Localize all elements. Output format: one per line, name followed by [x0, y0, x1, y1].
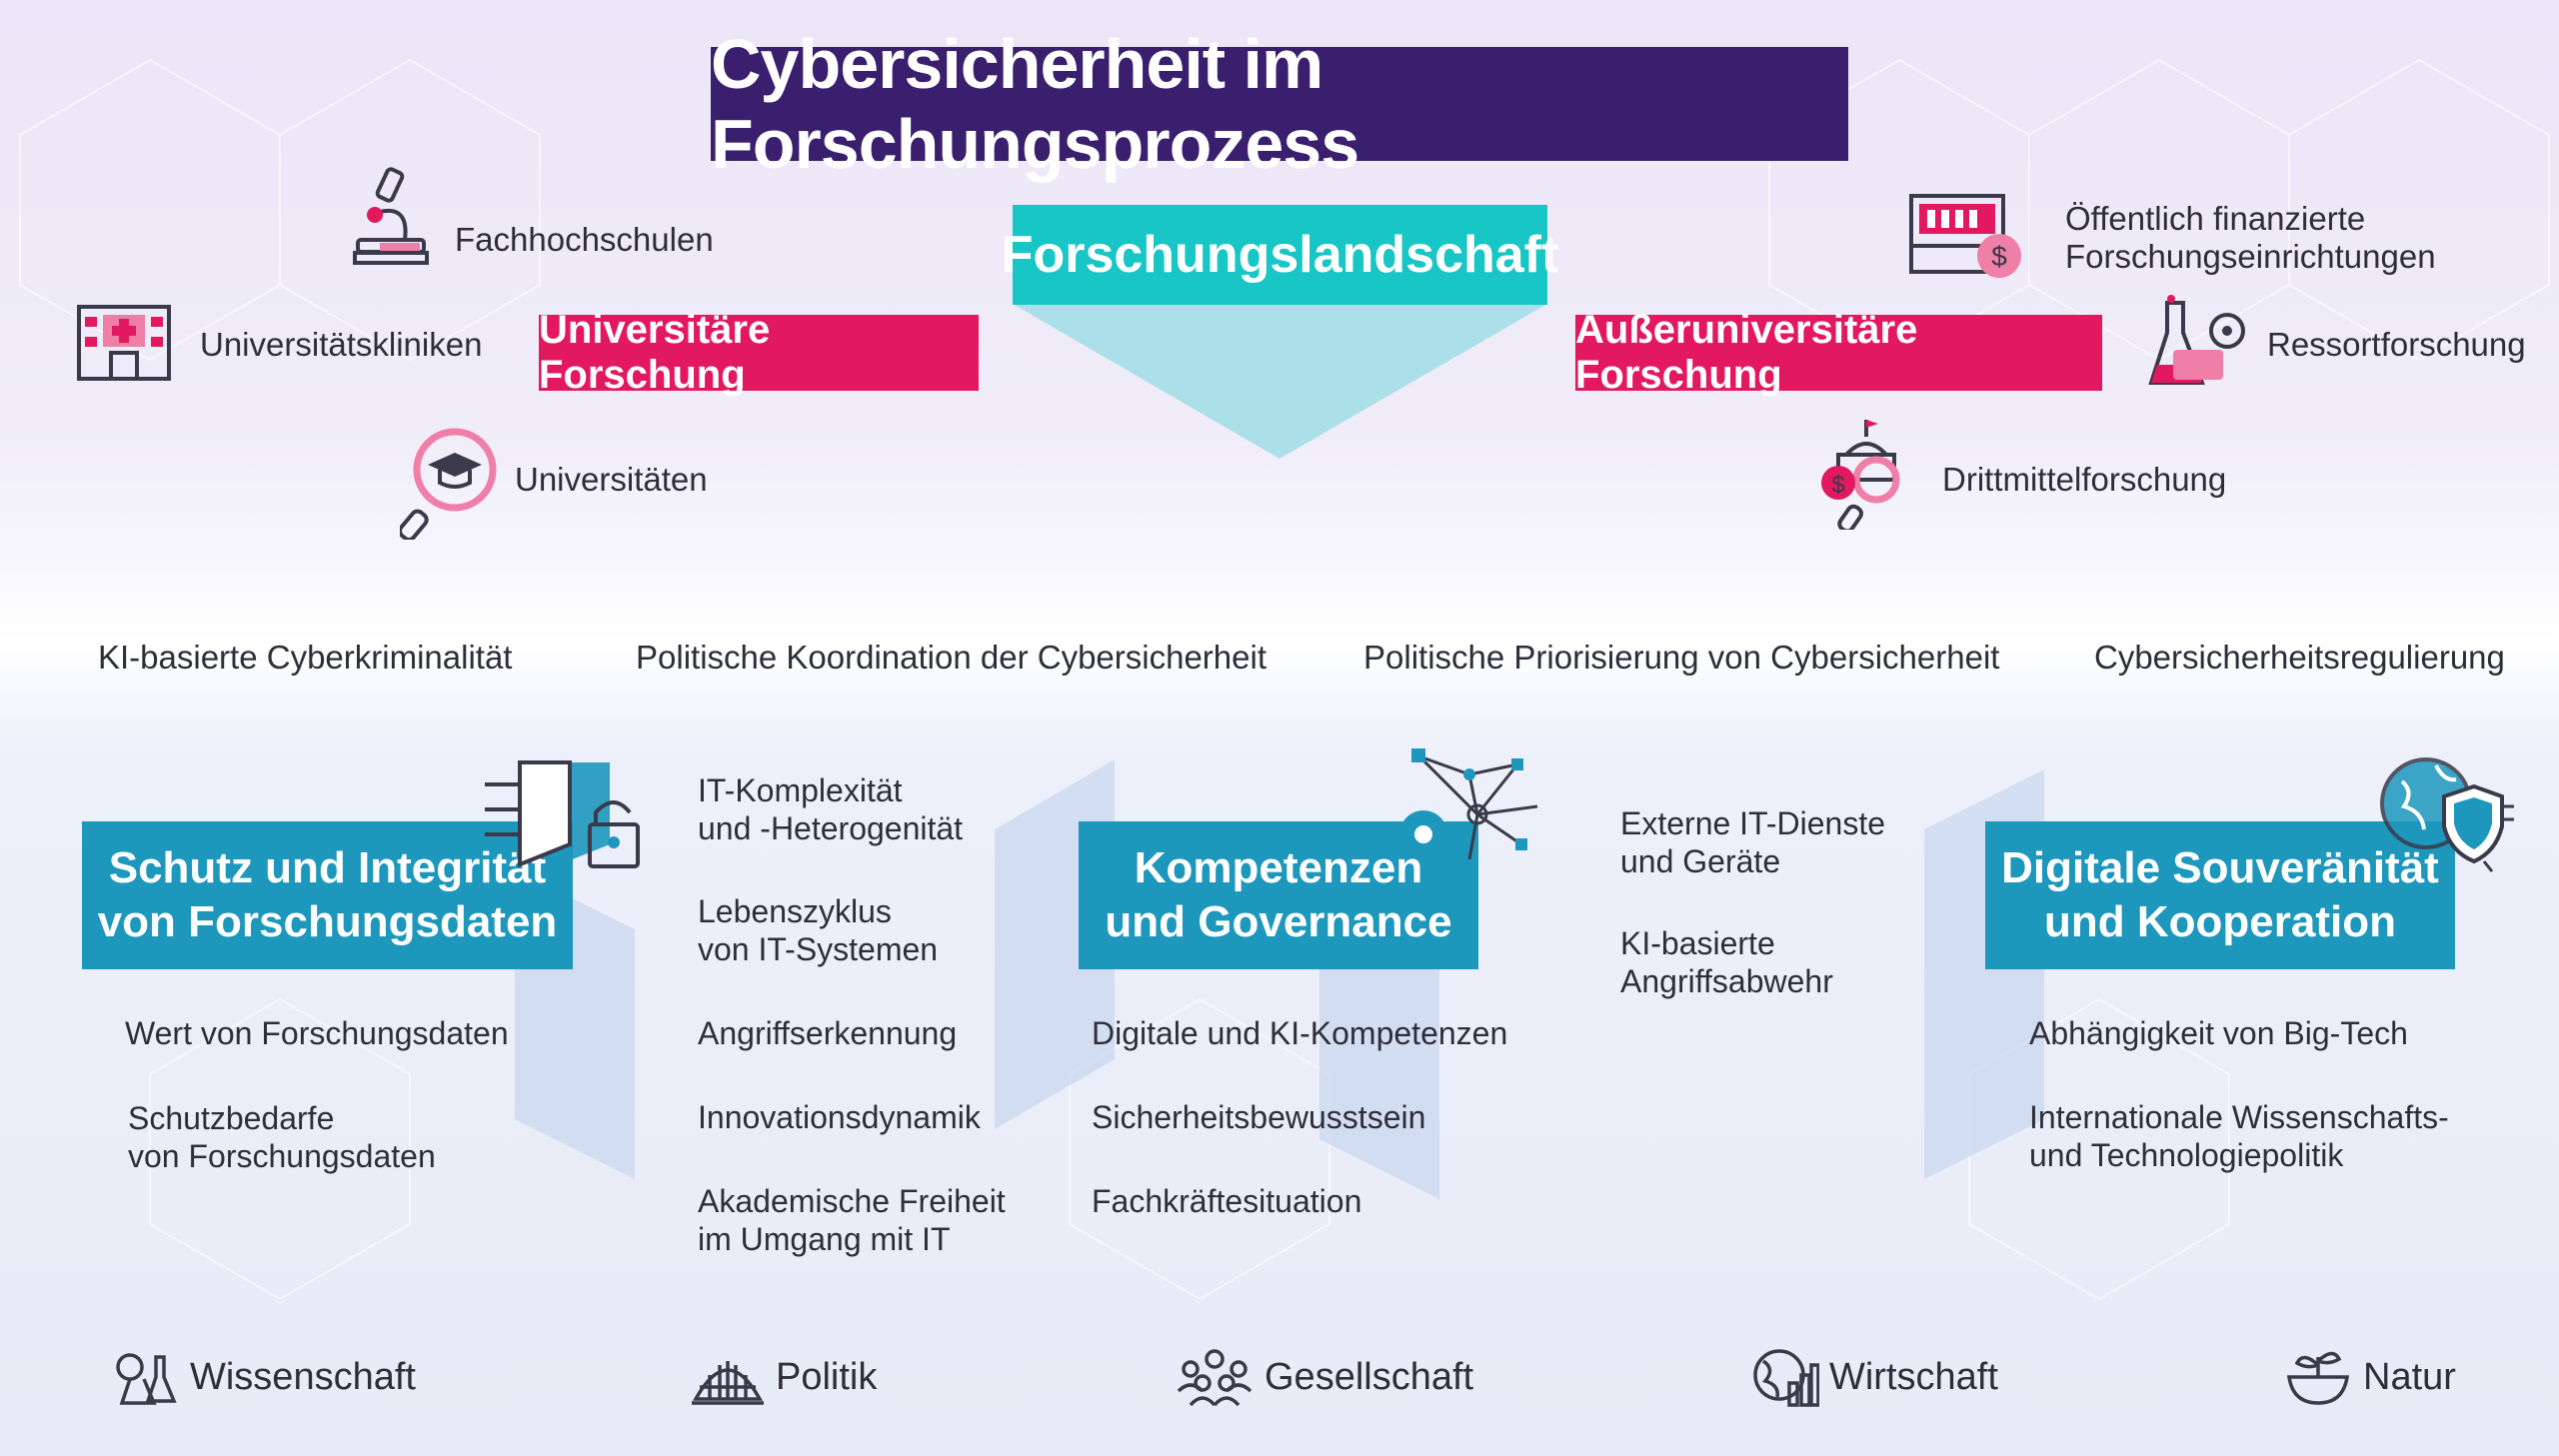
microscope-icon [353, 167, 429, 265]
lab-flask-gear-icon [2148, 295, 2245, 385]
globe-shield-icon [2380, 757, 2514, 872]
topic-cybersecurity-regulation: Cybersicherheitsregulierung [2094, 639, 2505, 676]
pillar2-item-skilled-workers: Fachkräftesituation [1092, 1183, 1362, 1219]
middle-item-innovation: Innovationsdynamik [698, 1099, 981, 1135]
topic-political-coordination: Politische Koordination der Cybersicherh… [636, 639, 1267, 676]
label-public-research-institutions: Öffentlich finanzierte Forschungseinrich… [2065, 200, 2436, 275]
topic-ki-cybercrime: KI-basierte Cyberkriminalität [98, 639, 513, 676]
footer-label-wissenschaft: Wissenschaft [190, 1355, 416, 1398]
landscape-box: Forschungslandschaft [1002, 205, 1558, 305]
footer-label-gesellschaft: Gesellschaft [1265, 1355, 1474, 1398]
middle-item-academic-freedom: Akademische Freiheit im Umgang mit IT [698, 1183, 1006, 1257]
svg-text:$: $ [1831, 472, 1844, 499]
funding-search-icon: $ [1821, 420, 1900, 530]
hospital-icon [77, 305, 171, 381]
footer-label-wirtschaft: Wirtschaft [1829, 1355, 1998, 1398]
footer-gesellschaft: Gesellschaft [1175, 1347, 1473, 1407]
university-research-box: Universitäre Forschung [539, 308, 979, 397]
footer-label-natur: Natur [2363, 1355, 2456, 1398]
economy-icon [1753, 1349, 1819, 1407]
non-university-research-box: Außeruniversitäre Forschung [1575, 308, 2102, 397]
pillar-competence-governance: Kompetenzen und Governance [1079, 821, 1478, 969]
pillar2-item-digital-ai-skills: Digitale und KI-Kompetenzen [1092, 1015, 1508, 1051]
label-fachhochschulen: Fachhochschulen [455, 221, 714, 258]
pillar-data-protection: Schutz und Integrität von Forschungsdate… [82, 821, 573, 969]
institution-funding-icon: $ [1909, 194, 2021, 278]
pillar1-item-protection-needs: Schutzbedarfe von Forschungsdaten [128, 1100, 436, 1174]
pillar2-item-security-awareness: Sicherheitsbewusstsein [1092, 1099, 1426, 1135]
footer-natur: Natur [2283, 1347, 2456, 1407]
parliament-icon [692, 1361, 764, 1405]
label-drittmittelforschung: Drittmittelforschung [1942, 461, 2227, 498]
middle-item-lifecycle: Lebenszyklus von IT-Systemen [698, 893, 939, 967]
network-gear-icon [1399, 748, 1538, 860]
pillar3-item-international-policy: Internationale Wissenschafts- und Techno… [2029, 1099, 2449, 1173]
people-icon [1177, 1349, 1253, 1407]
middle-item-it-complexity: IT-Komplexität und -Heterogenität [698, 772, 964, 846]
right-item-ai-defense: KI-basierte Angriffsabwehr [1620, 925, 1833, 999]
footer-politik: Politik [690, 1347, 877, 1407]
footer-wirtschaft: Wirtschaft [1749, 1347, 1998, 1407]
document-lock-icon [485, 760, 640, 868]
right-item-external-it: Externe IT-Dienste und Geräte [1620, 805, 1885, 879]
graduation-search-icon [400, 428, 497, 540]
footer-wissenschaft: Wissenschaft [108, 1347, 416, 1407]
pillar3-item-big-tech: Abhängigkeit von Big-Tech [2029, 1015, 2408, 1051]
pillar1-item-value: Wert von Forschungsdaten [125, 1015, 509, 1051]
science-icon [116, 1353, 177, 1405]
page-title: Cybersicherheit im Forschungsprozess [711, 25, 1848, 183]
svg-text:$: $ [1991, 241, 2007, 272]
label-ressortforschung: Ressortforschung [2267, 326, 2526, 363]
pillar-digital-sovereignty: Digitale Souveränität und Kooperation [1985, 821, 2455, 969]
landscape-funnel [1013, 304, 1547, 459]
label-universitaetskliniken: Universitätskliniken [200, 326, 483, 363]
plant-icon [2286, 1351, 2350, 1405]
topic-political-prioritization: Politische Priorisierung von Cybersicher… [1363, 639, 2000, 676]
footer-label-politik: Politik [776, 1355, 878, 1398]
label-universitaeten: Universitäten [515, 461, 708, 498]
middle-item-attack-detection: Angriffserkennung [698, 1015, 958, 1051]
